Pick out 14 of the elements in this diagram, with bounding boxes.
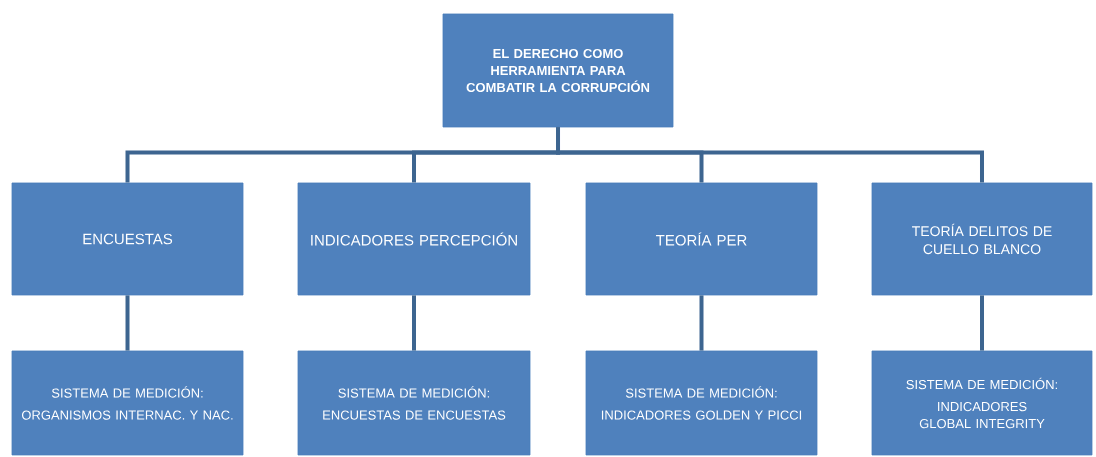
connector [699,295,704,351]
connector [412,295,416,351]
category-box: ENCUESTAS [11,182,244,296]
measurement-box: SISTEMA DE MEDICIÓN: INDICADORES GLOBAL INTEGRITY [871,350,1093,456]
category-box: TEORÍA DELITOS DE CUELLO BLANCO [871,182,1093,296]
measurement-box: SISTEMA DE MEDICIÓN: ENCUESTAS DE ENCUESTAS [297,350,531,456]
title-box: EL DERECHO COMO HERRAMIENTA PARA COMBATIR LA CORRUPCIÓN [442,13,674,128]
measurement-box: SISTEMA DE MEDICIÓN: ORGANISMOS INTERNAC. Y NAC. [11,350,244,456]
measurement-box: SISTEMA DE MEDICIÓN: INDICADORES GOLDEN Y PICCI [585,350,818,456]
category-box: INDICADORES PERCEPCIÓN [297,182,531,296]
connector [980,295,984,351]
connector [125,295,130,351]
category-box: TEORÍA PER [585,182,818,296]
connector [556,127,984,183]
